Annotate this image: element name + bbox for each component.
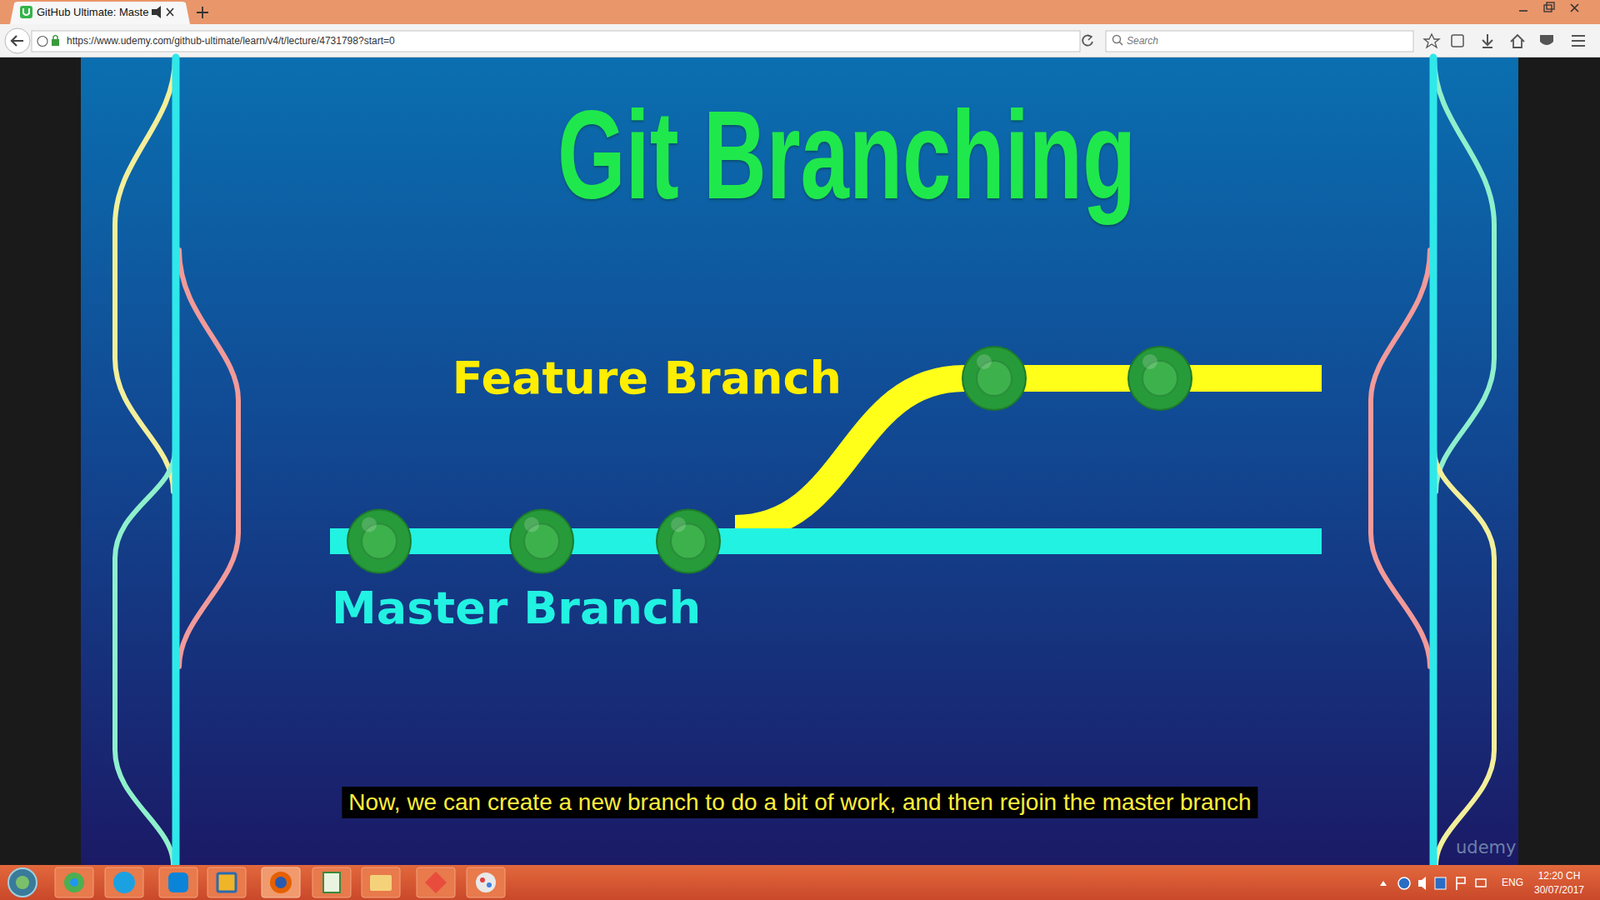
language-indicator: ENG <box>1501 876 1524 890</box>
side-decoration <box>115 57 239 865</box>
commit-highlight <box>1142 354 1158 370</box>
back-button <box>5 28 30 54</box>
pocket-icon <box>1540 35 1554 45</box>
video-background <box>0 57 1600 865</box>
commit-dot <box>962 346 1026 410</box>
url-text: https://www.udemy.com/github-ultimate/le… <box>66 34 395 48</box>
video-subtitle: Now, we can create a new branch to do a … <box>341 786 1258 819</box>
taskbar <box>0 865 1600 900</box>
branch-shape <box>964 365 1322 392</box>
minimize-button <box>1519 10 1528 12</box>
slide-title: Git Branching <box>557 92 1136 218</box>
commit-dot <box>1128 346 1192 410</box>
branch-label: Master Branch <box>331 581 701 635</box>
commit-highlight <box>670 517 686 533</box>
reload-icon <box>1082 35 1093 46</box>
bookmark-star <box>1424 34 1440 48</box>
restore-button <box>1544 5 1552 12</box>
clock-date: 30/07/2017 <box>1534 884 1585 897</box>
tab-close <box>166 8 174 16</box>
commit-highlight <box>976 354 992 370</box>
lock-icon <box>51 39 60 46</box>
branch-shape <box>330 528 1322 555</box>
search-field <box>1105 30 1414 52</box>
slide-background <box>80 57 1519 865</box>
url-field <box>31 30 1080 52</box>
close-button <box>1570 4 1579 12</box>
menu-icon <box>1571 35 1585 46</box>
toolbar-icon <box>1451 35 1464 47</box>
home-icon <box>1510 35 1525 48</box>
branch-line <box>330 528 1322 555</box>
info-icon <box>37 36 48 47</box>
commit-dot <box>656 510 720 574</box>
audio-icon <box>151 5 161 19</box>
taskbar-icons <box>55 867 505 898</box>
nav-bar <box>0 24 1600 58</box>
tab-favicon <box>20 5 33 19</box>
feature-branch-band: Feature Branch <box>964 365 1322 392</box>
branch-label: Feature Branch <box>452 351 842 405</box>
tab-title: GitHub Ultimate: Maste <box>36 5 149 20</box>
search-placeholder: Search <box>1126 34 1159 48</box>
new-tab-plus <box>196 6 209 19</box>
active-tab <box>10 1 190 25</box>
commit-dot <box>347 510 411 574</box>
master-branch-band: Master Branch <box>330 528 1322 555</box>
clock-time: 12:20 CH <box>1538 870 1581 883</box>
side-decoration <box>1370 57 1495 865</box>
commit-highlight <box>361 517 377 533</box>
commit-dot <box>510 510 574 574</box>
tray-icons <box>1380 876 1486 890</box>
watermark: udemy <box>1455 836 1516 859</box>
download-icon <box>1482 34 1493 48</box>
tab-bar <box>0 0 1600 25</box>
commit-highlight <box>524 517 540 533</box>
start-button <box>8 868 37 897</box>
